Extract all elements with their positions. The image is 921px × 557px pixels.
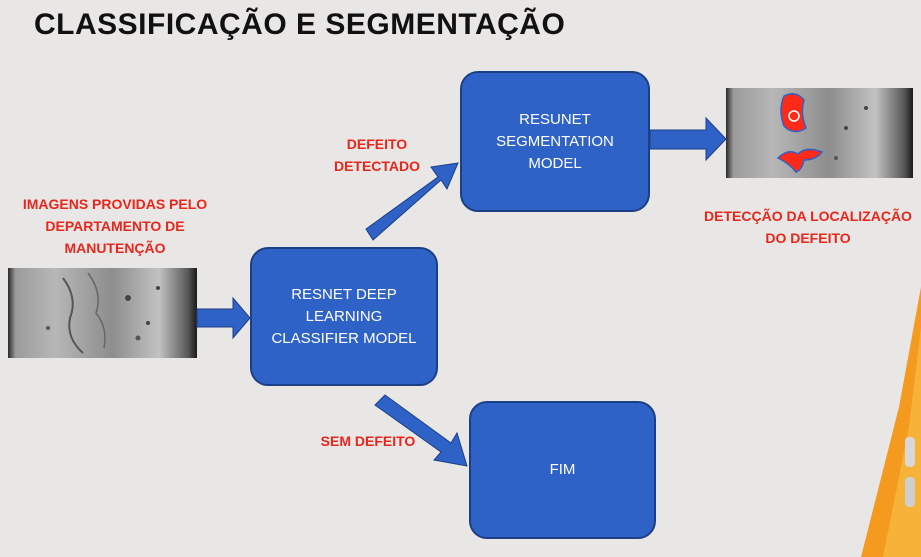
input-steel-image xyxy=(8,268,197,358)
no-defect-label: SEM DEFEITO xyxy=(320,433,416,449)
resnet-classifier-box: RESNET DEEP LEARNING CLASSIFIER MODEL xyxy=(250,247,438,386)
resunet-segmentation-box: RESUNET SEGMENTATION MODEL xyxy=(460,71,650,212)
arrow-segmentation-to-output xyxy=(649,116,727,162)
segmented-output-image xyxy=(726,88,913,178)
defect-detected-label: DEFEITO DETECTADO xyxy=(333,136,421,174)
defect-localization-label: DETECÇÃO DA LOCALIZAÇÃO DO DEFEITO xyxy=(704,208,912,246)
end-box: FIM xyxy=(469,401,656,539)
input-images-label: IMAGENS PROVIDAS PELO DEPARTAMENTO DE MA… xyxy=(22,196,208,256)
arrow-input-to-classifier xyxy=(196,296,251,340)
arrow-classifier-to-end xyxy=(374,394,468,467)
arrow-classifier-to-segmentation xyxy=(365,162,459,241)
slide-title: CLASSIFICAÇÃO E SEGMENTAÇÃO xyxy=(34,8,566,41)
decorative-corner-shape xyxy=(861,287,921,557)
